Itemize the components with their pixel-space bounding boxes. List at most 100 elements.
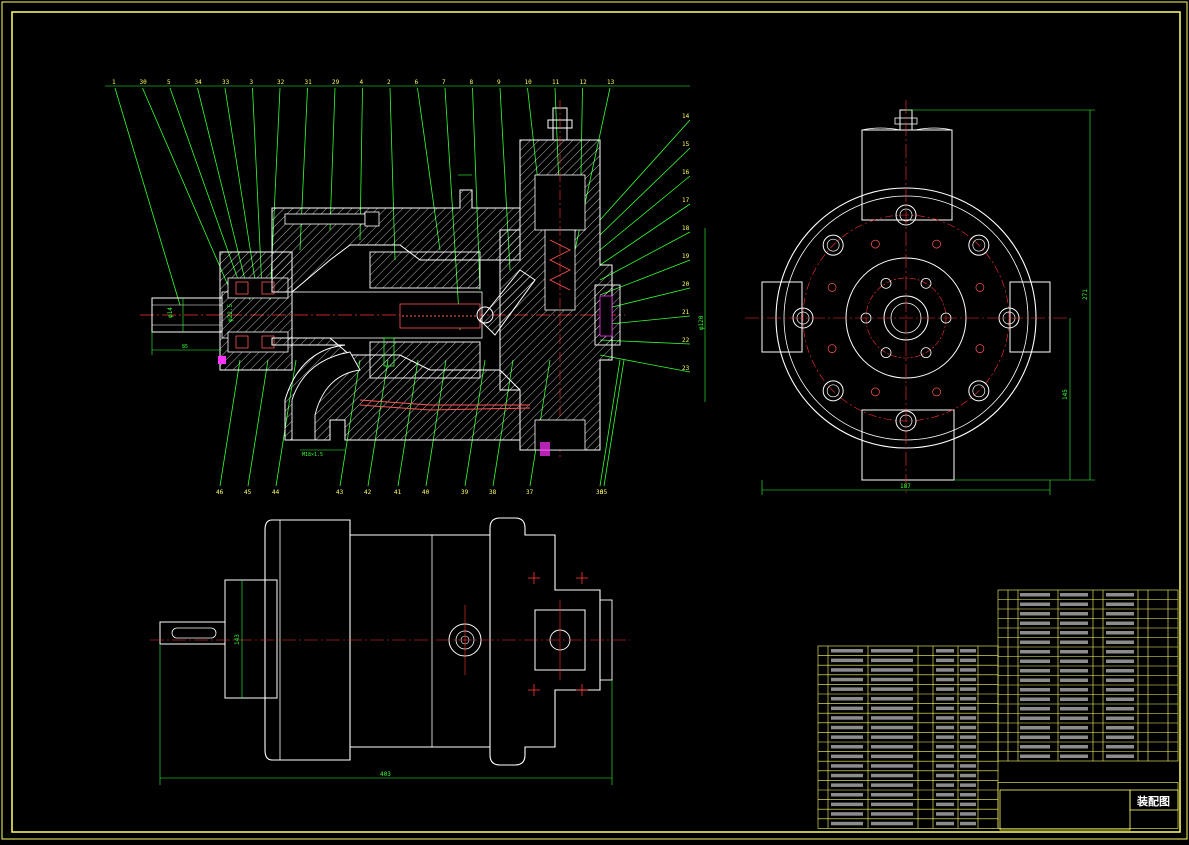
cell-text-mark	[936, 821, 954, 826]
cell-text-mark	[1060, 669, 1088, 673]
cell-text-mark	[1106, 612, 1134, 616]
small-hole	[975, 283, 985, 292]
cell-text-mark	[1106, 669, 1134, 673]
end-dim-center: 145	[1062, 389, 1069, 400]
cell-text-mark	[960, 677, 976, 682]
cell-text-mark	[831, 725, 863, 730]
cell-text-mark	[936, 687, 954, 691]
cell-text-mark	[871, 764, 913, 768]
cell-text-mark	[1020, 640, 1050, 644]
cylinder-block	[369, 251, 481, 289]
small-hole	[871, 239, 880, 249]
callout-leader	[599, 147, 691, 236]
cell-text-mark	[1106, 659, 1134, 663]
small-hole	[932, 387, 941, 397]
callout-label: 8	[470, 79, 474, 86]
cell-text-mark	[1060, 612, 1088, 616]
callout-leader	[219, 359, 241, 487]
cell-text-mark	[871, 697, 913, 701]
callout-label: 2	[387, 79, 391, 86]
cell-text-mark	[960, 716, 976, 720]
section-dimensions	[151, 174, 706, 451]
cell-text-mark	[831, 793, 863, 797]
callout-label: 5	[167, 79, 171, 86]
inner-hole	[880, 347, 892, 359]
bolt-hole	[968, 380, 990, 402]
cell-text-mark	[1060, 688, 1088, 692]
cell-text-mark	[831, 783, 863, 787]
callout-leader	[599, 359, 621, 487]
cell-text-mark	[936, 677, 954, 682]
bolt-hole-inner	[972, 238, 986, 252]
cell-text-mark	[1060, 659, 1088, 663]
cell-text-mark	[831, 649, 863, 653]
cell-text-mark	[1020, 593, 1050, 597]
cell-text-mark	[936, 706, 954, 711]
cell-text-mark	[1020, 678, 1050, 682]
callout-label: 29	[332, 79, 340, 86]
cell-text-mark	[871, 658, 913, 663]
plan-view: 403 143	[150, 517, 630, 785]
callout-label: 44	[272, 489, 280, 496]
cell-text-mark	[960, 773, 976, 778]
cell-text-mark	[960, 706, 976, 711]
cell-text-mark	[960, 658, 976, 663]
cell-text-mark	[871, 706, 913, 711]
cell-text-mark	[936, 812, 954, 816]
bolt-hole-inner	[972, 384, 986, 398]
cell-text-mark	[936, 793, 954, 797]
dim-flange: M18×1.5	[302, 452, 323, 458]
cell-text-mark	[936, 802, 954, 807]
cell-text-mark	[1106, 621, 1134, 625]
small-hole	[827, 283, 837, 292]
cell-text-mark	[871, 687, 913, 691]
callout-label: 32	[277, 79, 285, 86]
cell-text-mark	[831, 677, 863, 682]
callout-label: 14	[682, 113, 690, 120]
cell-text-mark	[1060, 745, 1088, 749]
cell-text-mark	[960, 735, 976, 739]
small-hole	[871, 387, 880, 397]
bolt-hole	[968, 234, 990, 256]
end-dim-width: 187	[900, 483, 911, 490]
cell-text-mark	[871, 754, 913, 759]
cell-text-mark	[871, 821, 913, 826]
cell-text-mark	[871, 677, 913, 682]
cell-text-mark	[831, 716, 863, 720]
callout-label: 42	[364, 489, 372, 496]
cell-text-mark	[871, 735, 913, 739]
small-hole	[827, 344, 837, 353]
cell-text-mark	[871, 802, 913, 807]
cell-text-mark	[1060, 678, 1088, 682]
callout-label: 17	[682, 197, 690, 204]
cell-text-mark	[1020, 612, 1050, 616]
bolt-hole-inner	[826, 384, 840, 398]
plan-dim-length: 403	[380, 771, 391, 778]
cell-text-mark	[1020, 602, 1050, 606]
callout-label: 41	[394, 489, 402, 496]
callout-label: 20	[682, 281, 690, 288]
callout-label: 43	[336, 489, 344, 496]
callout-leader	[599, 175, 691, 251]
cell-text-mark	[1106, 697, 1134, 701]
cell-text-mark	[831, 658, 863, 663]
callout-label: 46	[216, 489, 224, 496]
cell-text-mark	[960, 812, 976, 816]
cell-text-mark	[936, 764, 954, 768]
cell-text-mark	[960, 725, 976, 730]
cell-text-mark	[831, 668, 863, 672]
drawing-title: 装配图	[1136, 794, 1170, 808]
cell-text-mark	[831, 745, 863, 749]
callout-label: 6	[415, 79, 419, 86]
callout-label: 38	[489, 489, 497, 496]
parts-list-upper	[997, 589, 1179, 762]
cell-text-mark	[1106, 678, 1134, 682]
callout-leader	[599, 231, 691, 281]
cell-text-mark	[1060, 602, 1088, 606]
cell-text-mark	[1060, 631, 1088, 635]
cell-text-mark	[871, 649, 913, 653]
cell-text-mark	[871, 773, 913, 778]
